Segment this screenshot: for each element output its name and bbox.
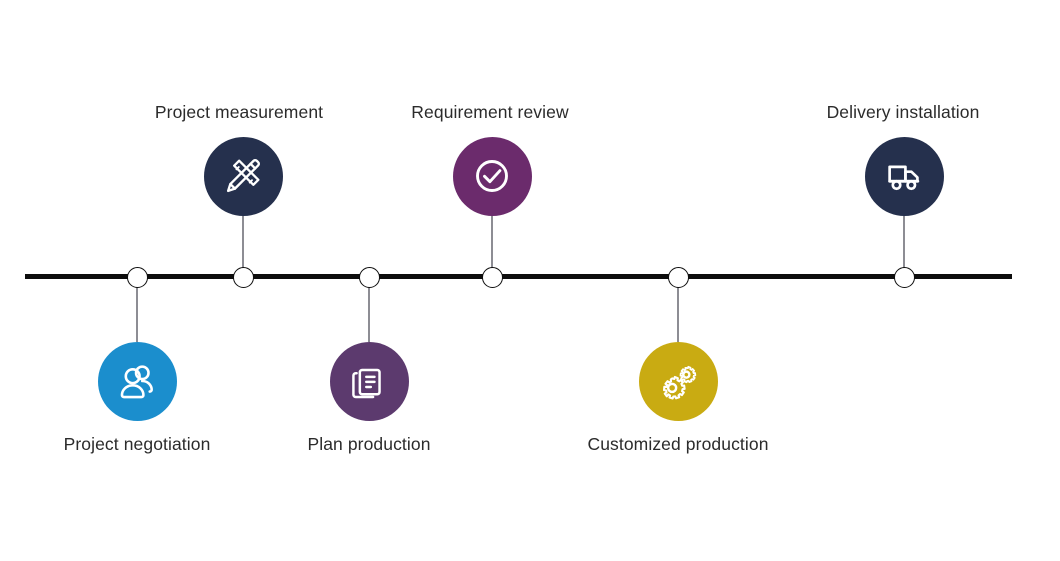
caption-customized-production: Customized production	[587, 434, 769, 454]
timeline-axis	[25, 274, 1012, 279]
caption-project-negotiation: Project negotiation	[63, 434, 211, 454]
icon-bubble-customized-production[interactable]	[638, 341, 718, 421]
timeline-node-project-measurement[interactable]	[232, 266, 254, 288]
connector-stem-plan-production	[368, 279, 370, 342]
connector-stem-project-negotiation	[136, 279, 138, 342]
caption-project-measurement: Project measurement	[154, 102, 324, 122]
delivery-truck-icon	[881, 153, 927, 199]
timeline-node-project-negotiation[interactable]	[126, 266, 148, 288]
timeline-node-delivery-installation[interactable]	[893, 266, 915, 288]
check-circle-icon	[468, 152, 516, 200]
icon-bubble-project-negotiation[interactable]	[97, 341, 177, 421]
gears-icon	[655, 358, 702, 405]
icon-bubble-requirement-review[interactable]	[452, 136, 532, 216]
timeline-node-requirement-review[interactable]	[481, 266, 503, 288]
timeline-node-customized-production[interactable]	[667, 266, 689, 288]
caption-plan-production: Plan production	[307, 434, 431, 454]
connector-stem-requirement-review	[491, 213, 493, 276]
icon-bubble-delivery-installation[interactable]	[864, 136, 944, 216]
caption-delivery-installation: Delivery installation	[826, 102, 980, 122]
timeline-node-plan-production[interactable]	[358, 266, 380, 288]
connector-stem-delivery-installation	[903, 213, 905, 276]
icon-bubble-project-measurement[interactable]	[203, 136, 283, 216]
connector-stem-customized-production	[677, 279, 679, 342]
people-group-icon	[114, 358, 160, 404]
icon-bubble-plan-production[interactable]	[329, 341, 409, 421]
connector-stem-project-measurement	[242, 213, 244, 276]
caption-requirement-review: Requirement review	[411, 102, 569, 122]
documents-icon	[347, 359, 391, 403]
pencil-ruler-icon	[220, 153, 266, 199]
